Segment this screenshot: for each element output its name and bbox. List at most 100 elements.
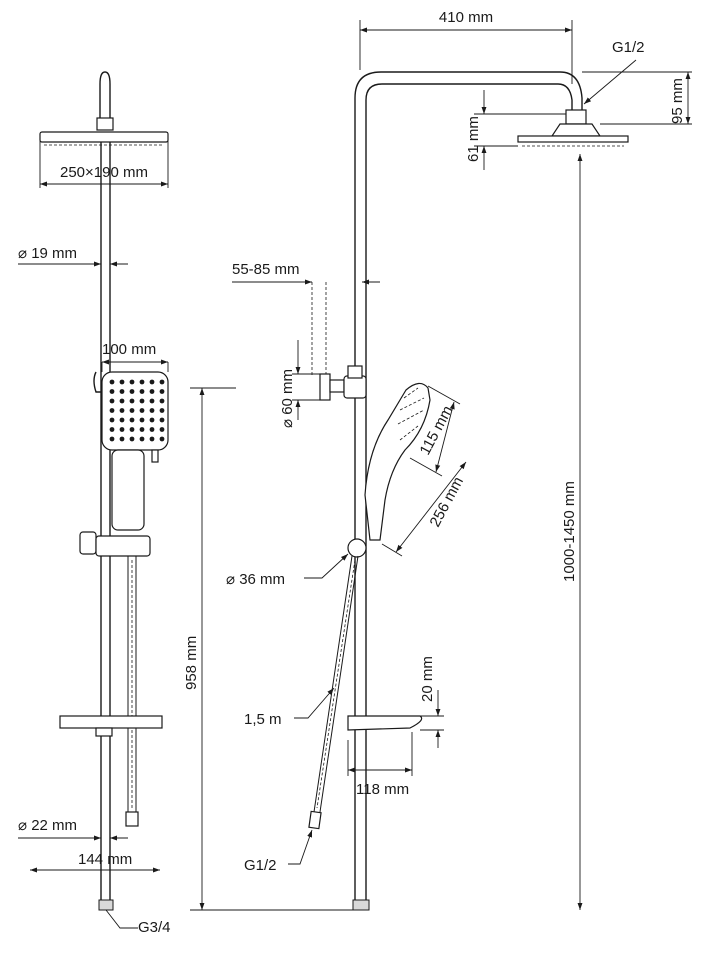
handset-nozzle [139, 436, 145, 442]
handset-nozzle [129, 436, 135, 442]
handset-nozzle [109, 427, 115, 432]
wall-distance-label: 144 mm [78, 851, 132, 868]
handset-nozzle [159, 408, 165, 413]
handset-nozzle [149, 408, 155, 413]
bottom-connector-front [352, 899, 370, 911]
slider-knob [79, 531, 97, 555]
head-nut-front [565, 109, 587, 125]
hose-nut-front [308, 810, 322, 830]
handset-nozzle [159, 398, 165, 404]
wall-bracket-arm [329, 379, 345, 393]
handset-length-label: 256 mm [427, 474, 467, 530]
handset-back [93, 371, 102, 393]
handset-head-dim [435, 401, 455, 473]
handset-nozzle [159, 417, 165, 423]
handset-nozzle [159, 427, 165, 432]
handset-nozzle [119, 389, 125, 394]
handset-nozzle [139, 427, 145, 432]
arm-length-label: 410 mm [439, 9, 493, 26]
rain-head-side [39, 131, 169, 143]
shelf-width-label: 118 mm [356, 781, 409, 798]
hose-thread-label: G1/2 [244, 857, 277, 874]
slider-holder [95, 535, 151, 557]
hose-front-coil [316, 559, 356, 809]
hose-length-dim [294, 687, 335, 719]
handset-nozzles [109, 379, 165, 442]
riser-arm-inner [365, 83, 573, 900]
handset-nozzle [159, 389, 165, 394]
handset-button [151, 449, 159, 463]
handset-nozzle [149, 389, 155, 394]
handset-front [364, 382, 431, 541]
handset-nozzle [139, 389, 145, 394]
shelf-side [59, 715, 163, 729]
arm-drop-label: 95 mm [669, 78, 686, 124]
handset-nozzle [129, 379, 135, 385]
shelf-front [347, 715, 423, 731]
bottom-dia-label: ⌀ 22 mm [18, 817, 77, 834]
handset-nozzle [139, 408, 145, 413]
bottom-thread-label: G3/4 [138, 919, 171, 936]
wall-bracket-plate [319, 373, 331, 401]
head-drop-label: 61 mm [465, 116, 482, 162]
handset-nozzle [109, 389, 115, 394]
handset-nozzle [149, 436, 155, 442]
side-dimensions: 250×190 mm ⌀ 19 mm 100 mm 958 mm ⌀ 22 mm… [18, 140, 360, 936]
riser-pipe [100, 142, 111, 900]
holder-dia-dim [304, 553, 349, 579]
top-arm [99, 71, 111, 118]
handset-nozzle [109, 436, 115, 442]
height-range-label: 1000-1450 mm [561, 481, 578, 582]
head-size-label: 250×190 mm [60, 164, 148, 181]
shelf-clamp [95, 727, 113, 737]
handset-nozzle [119, 398, 125, 404]
wall-bracket-screw [347, 365, 363, 379]
hose-thread-dim [288, 829, 313, 865]
hose-nut-side [125, 811, 139, 827]
hose-front-b [319, 555, 359, 813]
handset-nozzle [149, 417, 155, 423]
holder-ball [347, 538, 367, 558]
head-thread-label: G1/2 [612, 39, 645, 56]
handset-nozzle [149, 379, 155, 385]
handset-nozzle [159, 379, 165, 385]
holder-dia-label: ⌀ 36 mm [226, 571, 285, 588]
handset-nozzle [129, 417, 135, 423]
rain-head-front [517, 135, 629, 143]
hose-length-label: 1,5 m [244, 711, 282, 728]
bottom-connector [98, 899, 114, 911]
bracket-dia-label: ⌀ 60 mm [279, 369, 296, 428]
handset-nozzle [119, 408, 125, 413]
hose-front-a [313, 555, 353, 813]
handset-nozzle [119, 379, 125, 385]
wall-bracket-clamp [343, 375, 367, 399]
riser-arm-outer [354, 71, 583, 900]
handset-nozzle [119, 417, 125, 423]
handset-nozzle [139, 379, 145, 385]
handset-nozzle [149, 427, 155, 432]
handset-width-label: 100 mm [102, 341, 156, 358]
handset-nozzle [129, 398, 135, 404]
shelf-height-label: 20 mm [419, 656, 436, 702]
pipe-dia-label: ⌀ 19 mm [18, 245, 77, 262]
bracket-range-label: 55-85 mm [232, 261, 300, 278]
handset-nozzle [109, 408, 115, 413]
handset-nozzle [109, 379, 115, 385]
handset-nozzle [109, 398, 115, 404]
handset-nozzle [159, 436, 165, 442]
handset-nozzle [149, 398, 155, 404]
handset-nozzle [119, 427, 125, 432]
handset-length-dim [395, 461, 467, 553]
head-ball [550, 123, 602, 137]
handset-nozzle [129, 408, 135, 413]
handset-nozzle [139, 398, 145, 404]
side-view [39, 71, 169, 911]
head-swivel [96, 117, 114, 131]
handset-nozzle [129, 389, 135, 394]
handset-grip [111, 449, 145, 531]
front-view [308, 71, 629, 911]
front-dimensions: 410 mm G1/2 95 mm 61 mm 55-85 mm ⌀ 60 mm… [226, 9, 692, 910]
handset-nozzle [129, 427, 135, 432]
